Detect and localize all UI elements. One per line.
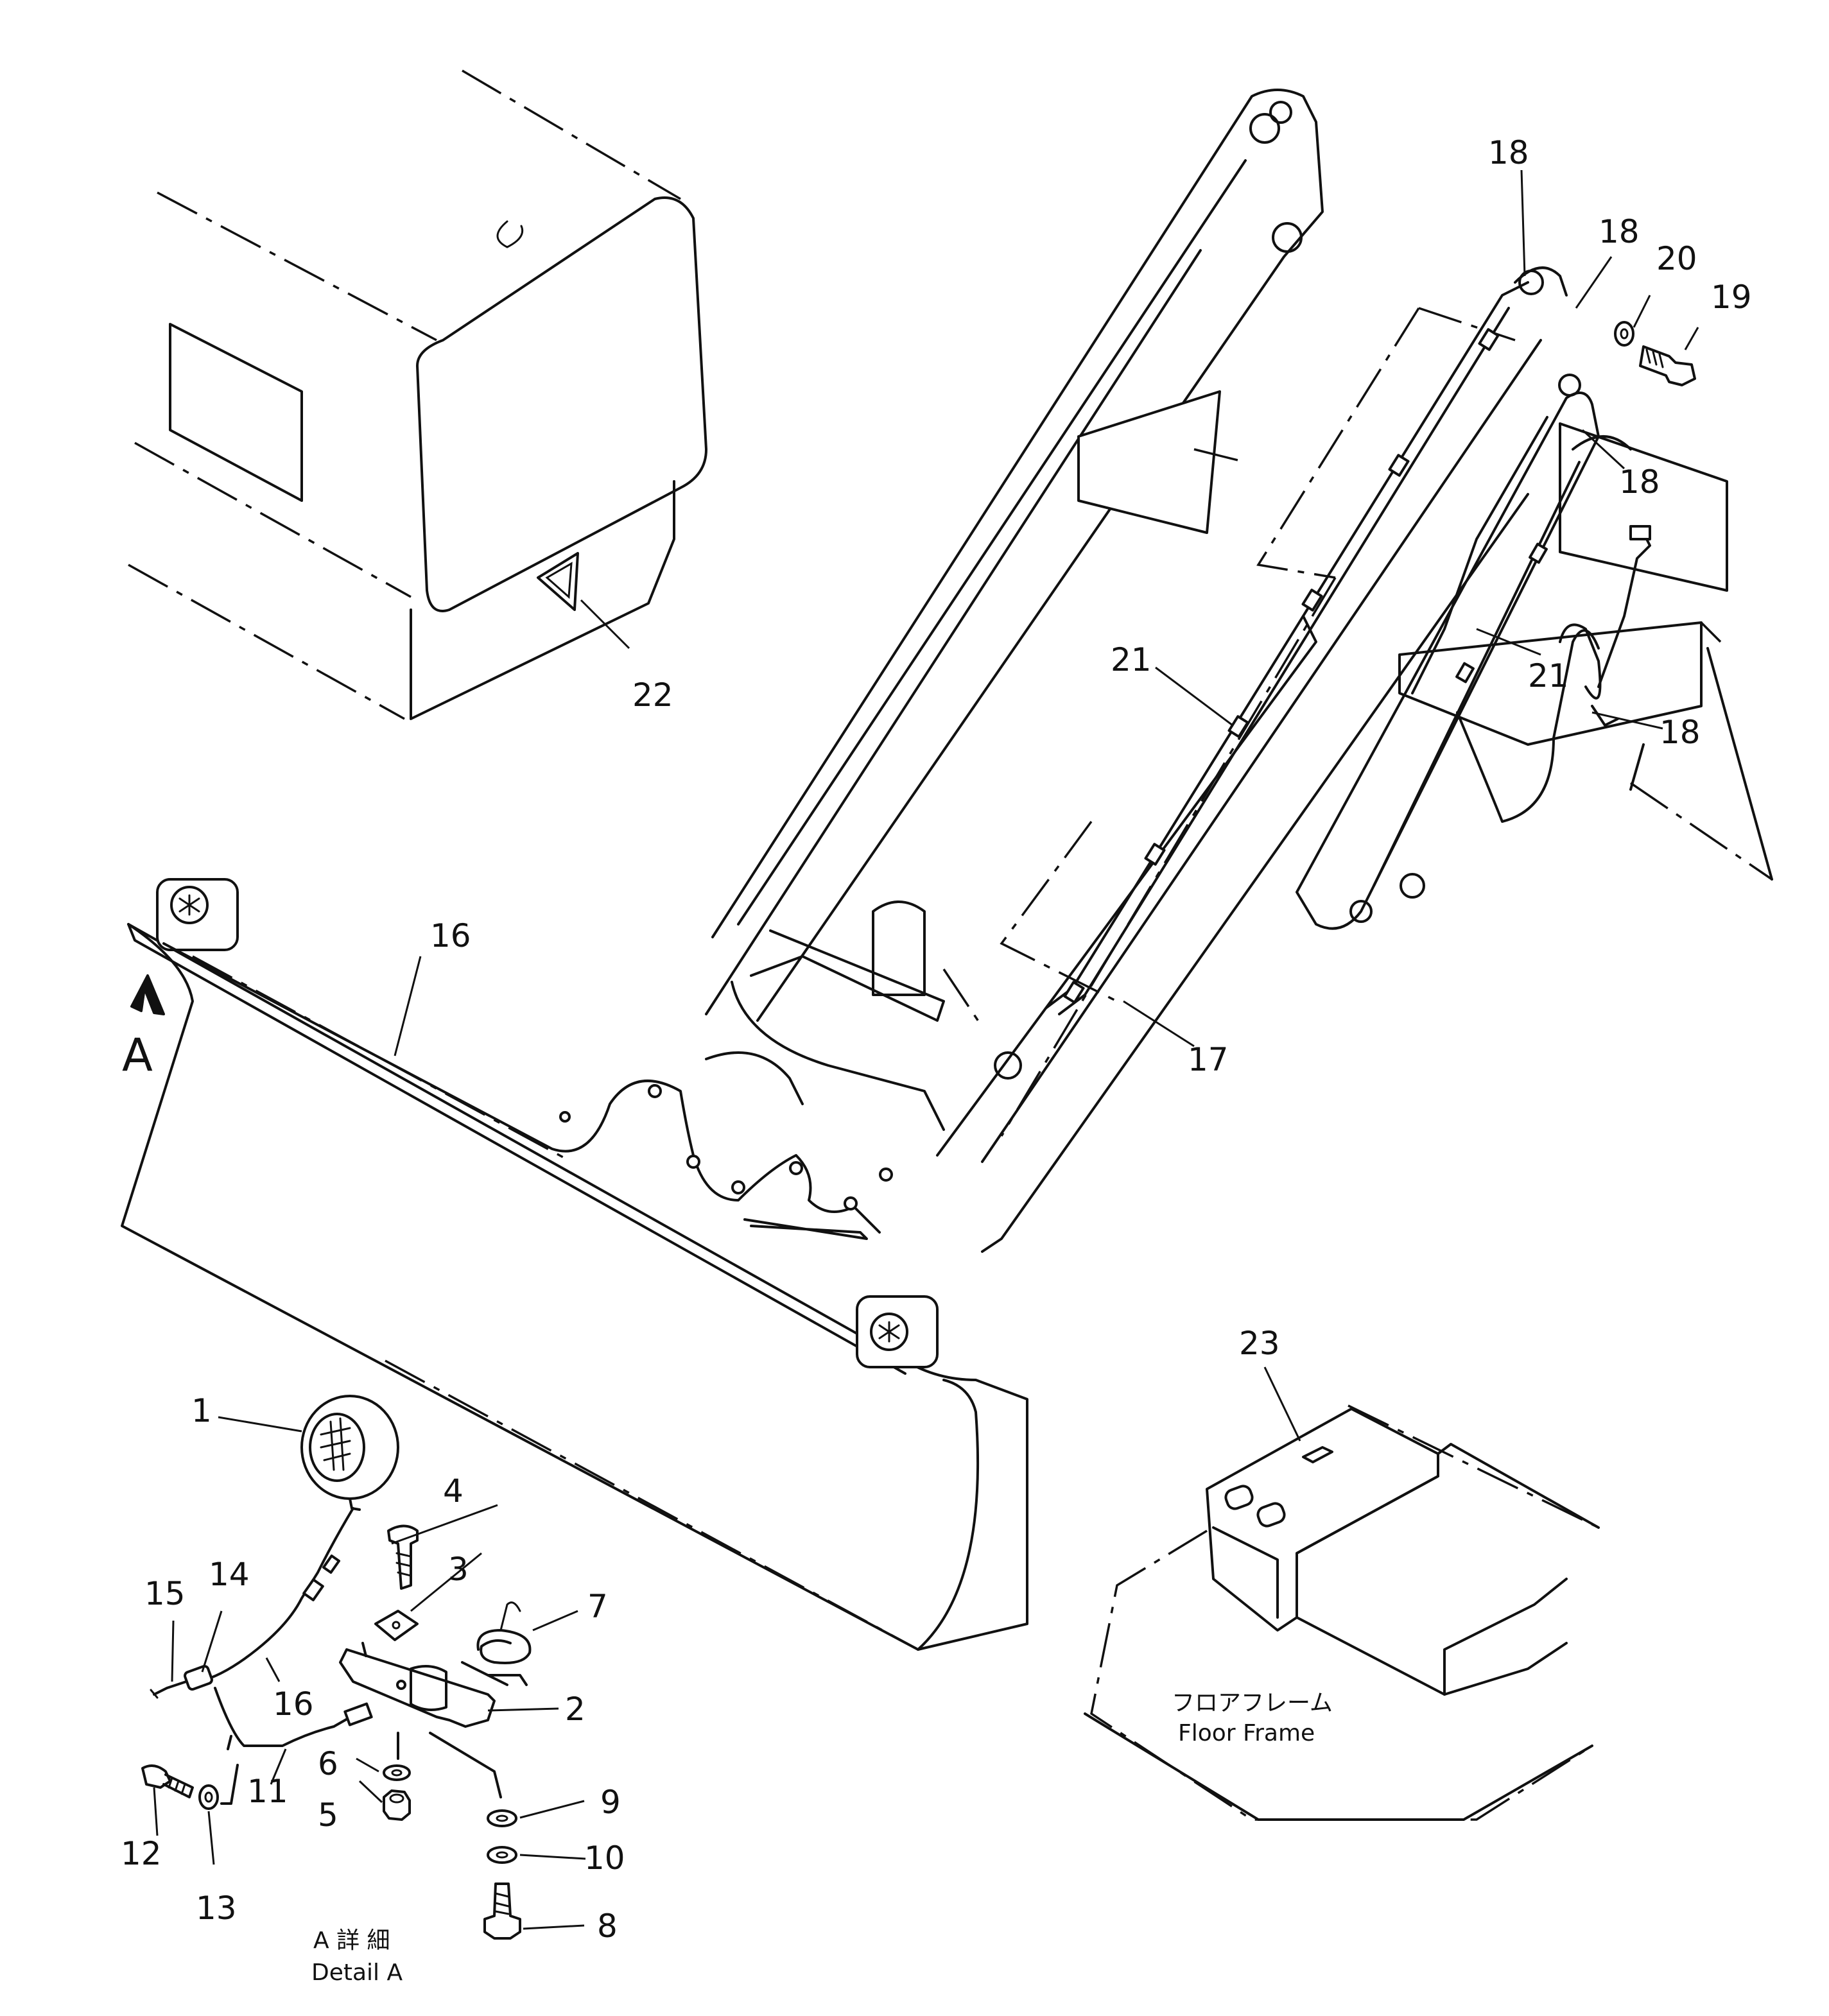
detail-a-hardware [141, 1395, 532, 1940]
callout-21-right: 21 [1528, 657, 1569, 694]
view-arrow-a: A [122, 974, 165, 1081]
floor-frame [1084, 1404, 1600, 1821]
captions: A 詳 細 Detail A フロアフレーム Floor Frame [311, 1690, 1333, 1986]
callout-3: 3 [448, 1551, 469, 1588]
callout-18-middle: 18 [1619, 463, 1660, 501]
detail-caption-en: Detail A [311, 1960, 403, 1986]
callout-18-top: 18 [1488, 134, 1529, 171]
boom-left [711, 89, 1324, 1022]
harness-main [1045, 281, 1529, 1009]
callout-13: 13 [196, 1890, 237, 1927]
callout-10: 10 [584, 1839, 625, 1877]
callout-14: 14 [209, 1556, 250, 1593]
plate-3 [374, 1610, 419, 1641]
callout-16-blade: 16 [430, 917, 471, 954]
blade-mount-left [156, 878, 239, 951]
work-lamp-1 [300, 1395, 399, 1500]
floor-frame-label-en: Floor Frame [1178, 1720, 1315, 1746]
floor-frame-label-23 [1302, 1446, 1333, 1463]
callout-labels: 1 4 3 7 2 6 5 9 10 8 11 12 13 14 15 16 1… [121, 134, 1752, 1945]
detail-caption-jp: A 詳 細 [313, 1927, 390, 1954]
clamp-21 [1388, 454, 1410, 477]
wiring-harness-17 [1045, 281, 1651, 1015]
callout-6: 6 [318, 1745, 338, 1782]
dozer-blade [121, 878, 1028, 1651]
callout-18-upper: 18 [1599, 213, 1640, 250]
floor-frame-label-jp: フロアフレーム [1172, 1690, 1333, 1716]
lock-washer-13 [198, 1784, 219, 1810]
boom-assembly [705, 89, 1600, 1253]
bolt-4 [387, 1524, 419, 1590]
callout-12: 12 [121, 1835, 162, 1872]
callout-8: 8 [597, 1908, 618, 1945]
callout-20: 20 [1656, 240, 1697, 277]
callout-22: 22 [632, 676, 673, 714]
callout-15: 15 [144, 1575, 186, 1612]
lamp-wire-16 [198, 1507, 354, 1683]
spring-7 [476, 1629, 532, 1664]
connector-14 [184, 1665, 213, 1691]
callout-4: 4 [443, 1472, 464, 1510]
boom-right [936, 615, 1317, 1157]
callout-1: 1 [191, 1392, 212, 1429]
callout-9: 9 [600, 1784, 621, 1821]
callout-16-detail: 16 [273, 1685, 314, 1723]
callout-19: 19 [1711, 279, 1752, 316]
washer-20 [1614, 321, 1634, 347]
bolt-19-washer-20 [1614, 321, 1696, 386]
callout-18-lower: 18 [1660, 714, 1701, 751]
blade-wire-16 [162, 942, 881, 1234]
callout-2: 2 [565, 1691, 585, 1728]
engine-cover-group [128, 69, 707, 720]
bolt-8 [483, 1882, 521, 1940]
caution-triangle-label [537, 552, 579, 611]
nut-5 [383, 1789, 411, 1821]
blade-mount-right [856, 1295, 939, 1368]
leader-lines [153, 169, 1699, 1930]
washer-9 [487, 1809, 517, 1827]
ground-wire-11 [214, 1687, 358, 1747]
callout-23: 23 [1239, 1325, 1280, 1362]
washer-6 [383, 1764, 411, 1781]
callout-7: 7 [587, 1588, 608, 1625]
harness-branch [1411, 416, 1548, 694]
blade-body [121, 923, 1028, 1651]
callout-17: 17 [1188, 1041, 1229, 1078]
callout-5: 5 [318, 1796, 338, 1834]
bolt-19 [1639, 345, 1696, 386]
callout-21-left: 21 [1111, 641, 1152, 678]
engine-cover [416, 196, 707, 612]
callout-11: 11 [247, 1773, 288, 1810]
washer-10 [487, 1846, 517, 1864]
bracket-2 [339, 1648, 496, 1728]
lead-15 [153, 1680, 187, 1696]
view-arrow-label: A [122, 1029, 153, 1081]
